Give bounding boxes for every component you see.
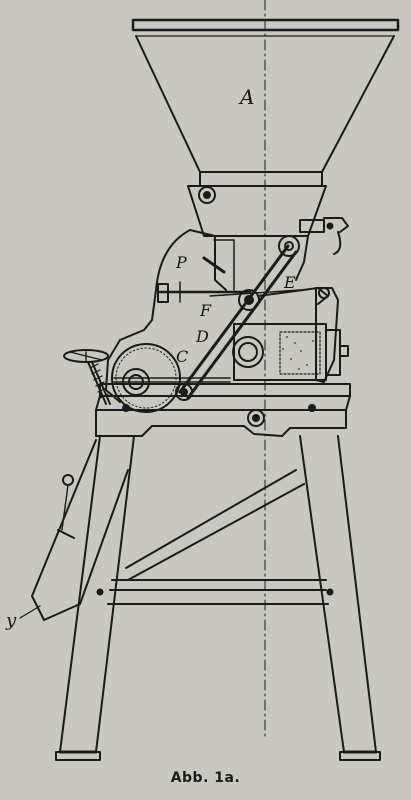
grinding-disc: [111, 343, 231, 413]
label-y: y: [5, 610, 17, 631]
label-d: D: [195, 327, 209, 346]
mill-body: [232, 323, 349, 381]
base-plate: [95, 383, 351, 437]
label-c: C: [176, 347, 188, 366]
hopper-clamp: [299, 217, 349, 255]
stand: [55, 435, 381, 761]
label-e: E: [283, 273, 296, 292]
diagonal-brace: [125, 469, 305, 581]
label-y-leader: [19, 605, 41, 619]
hatching: [282, 336, 314, 370]
label-a: A: [238, 85, 254, 109]
figure-caption: Abb. 1a.: [170, 770, 241, 786]
discharge-chute: [31, 439, 129, 621]
right-bracket: [315, 287, 339, 383]
label-p: P: [175, 253, 187, 272]
label-f: F: [199, 301, 212, 320]
adjust-rod: [157, 256, 252, 303]
feed-housing: [105, 229, 309, 403]
lever-arm: [175, 235, 329, 401]
